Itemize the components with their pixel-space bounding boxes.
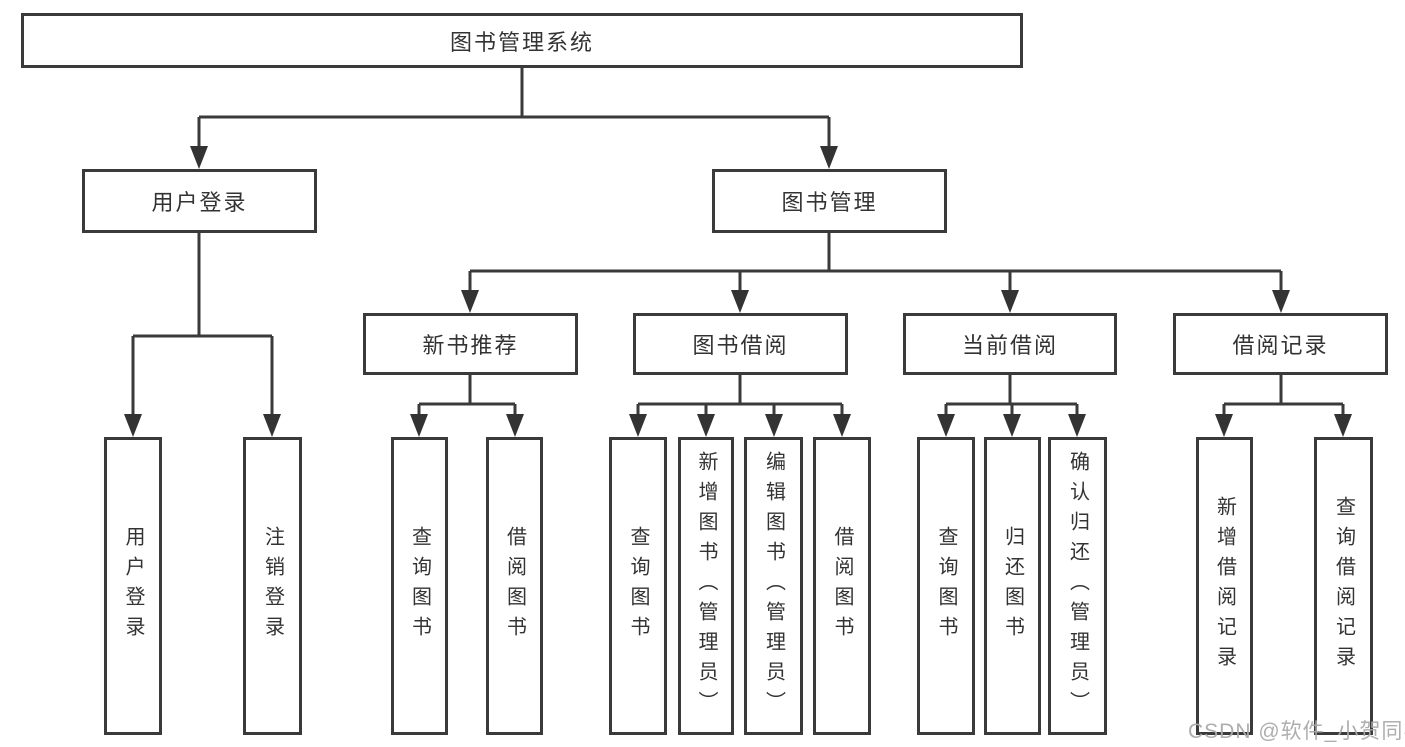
node-library-management-system: 图书管理系统: [21, 13, 1023, 68]
leaf-add-books-admin: 新增图书（管理员）: [678, 437, 734, 735]
node-label: 确认归还（管理员）: [1066, 451, 1089, 721]
arrow-down-icon: [1215, 414, 1233, 437]
node-label: 注销登录: [261, 526, 284, 646]
arrow-down-icon: [506, 414, 524, 437]
arrow-down-icon: [190, 146, 208, 169]
node-label: 图书管理: [781, 190, 878, 215]
arrow-down-icon: [820, 146, 838, 169]
arrow-down-icon: [833, 414, 851, 437]
arrow-down-icon: [1001, 290, 1019, 313]
leaf-return-books: 归还图书: [984, 437, 1041, 735]
connector-new-book-recommend-to-leaves: [417, 375, 517, 420]
arrow-down-icon: [124, 414, 142, 437]
arrow-down-icon: [1068, 414, 1086, 437]
leaf-query-books-current: 查询图书: [917, 437, 975, 735]
node-current-borrowing: 当前借阅: [903, 313, 1117, 375]
node-label: 借阅图书: [503, 526, 526, 646]
node-label: 图书管理系统: [449, 29, 594, 55]
node-label: 图书借阅: [692, 333, 789, 358]
leaf-query-books-borrowing: 查询图书: [609, 437, 667, 735]
leaf-borrow-books-borrowing: 借阅图书: [813, 437, 871, 735]
arrow-down-icon: [1272, 290, 1290, 313]
leaf-add-borrow-record: 新增借阅记录: [1196, 437, 1253, 735]
node-label: 查询借阅记录: [1332, 496, 1355, 676]
connector-current-borrowing-to-leaves: [944, 375, 1079, 420]
node-label: 新书推荐: [422, 333, 519, 358]
leaf-borrow-books-recommend: 借阅图书: [486, 437, 543, 735]
arrow-down-icon: [629, 414, 647, 437]
node-label: 查询图书: [627, 526, 649, 646]
arrow-down-icon: [461, 290, 479, 313]
node-borrowing-records: 借阅记录: [1173, 313, 1388, 375]
node-label: 新增借阅记录: [1213, 496, 1236, 676]
leaf-edit-books-admin: 编辑图书（管理员）: [744, 437, 803, 735]
connector-root-to-level2: [197, 68, 831, 150]
arrow-down-icon: [410, 414, 428, 437]
leaf-user-login: 用户登录: [104, 437, 162, 735]
node-label: 借阅记录: [1232, 333, 1329, 358]
connector-user-login-to-leaves: [131, 233, 274, 420]
arrow-down-icon: [1003, 414, 1021, 437]
node-label: 借阅图书: [831, 526, 853, 646]
leaf-query-borrow-record: 查询借阅记录: [1314, 437, 1373, 735]
leaf-query-books-recommend: 查询图书: [391, 437, 448, 735]
node-label: 查询图书: [935, 526, 957, 646]
node-new-book-recommend: 新书推荐: [363, 313, 578, 375]
leaf-confirm-return-admin: 确认归还（管理员）: [1048, 437, 1107, 735]
csdn-watermark: CSDN @软件_小贺同学: [1188, 720, 1405, 743]
connector-book-borrowing-to-leaves: [636, 375, 844, 420]
arrow-down-icon: [1334, 414, 1352, 437]
node-label: 归还图书: [1001, 526, 1024, 646]
node-label: 编辑图书（管理员）: [762, 451, 785, 721]
arrow-down-icon: [937, 414, 955, 437]
leaf-logout: 注销登录: [243, 437, 302, 735]
arrow-down-icon: [731, 290, 749, 313]
node-book-management: 图书管理: [712, 169, 947, 233]
node-label: 查询图书: [408, 526, 431, 646]
connector-book-management-to-level3: [468, 233, 1283, 296]
arrow-down-icon: [697, 414, 715, 437]
node-label: 当前借阅: [961, 333, 1058, 358]
arrow-down-icon: [765, 414, 783, 437]
node-user-login: 用户登录: [82, 169, 317, 233]
node-label: 用户登录: [151, 190, 248, 215]
node-label: 用户登录: [122, 526, 144, 646]
node-book-borrowing: 图书借阅: [633, 313, 848, 375]
connector-borrowing-records-to-leaves: [1222, 375, 1345, 420]
node-label: 新增图书（管理员）: [695, 451, 717, 721]
arrow-down-icon: [263, 414, 281, 437]
